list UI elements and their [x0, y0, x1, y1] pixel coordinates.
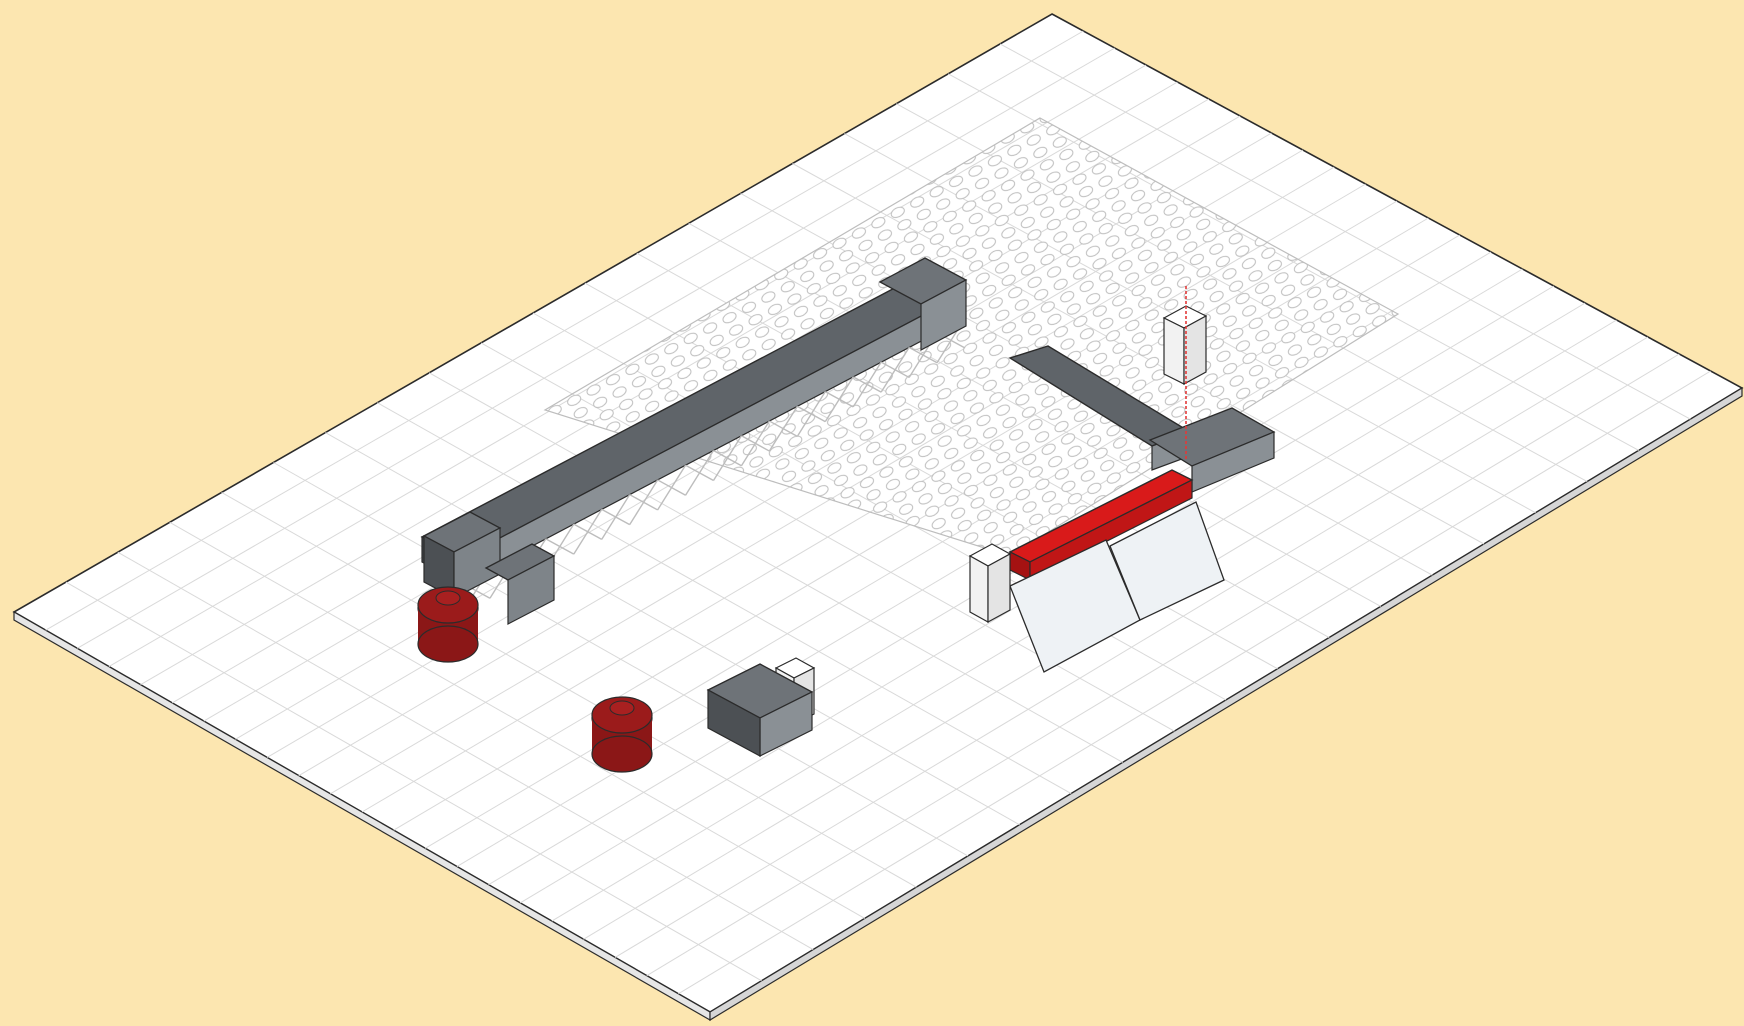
dark-red-round-brick-right	[592, 697, 652, 772]
white-1x1-brick-left	[970, 544, 1010, 622]
white-1x1-brick-floating	[1164, 306, 1206, 384]
dark-red-round-brick-left	[418, 587, 478, 662]
